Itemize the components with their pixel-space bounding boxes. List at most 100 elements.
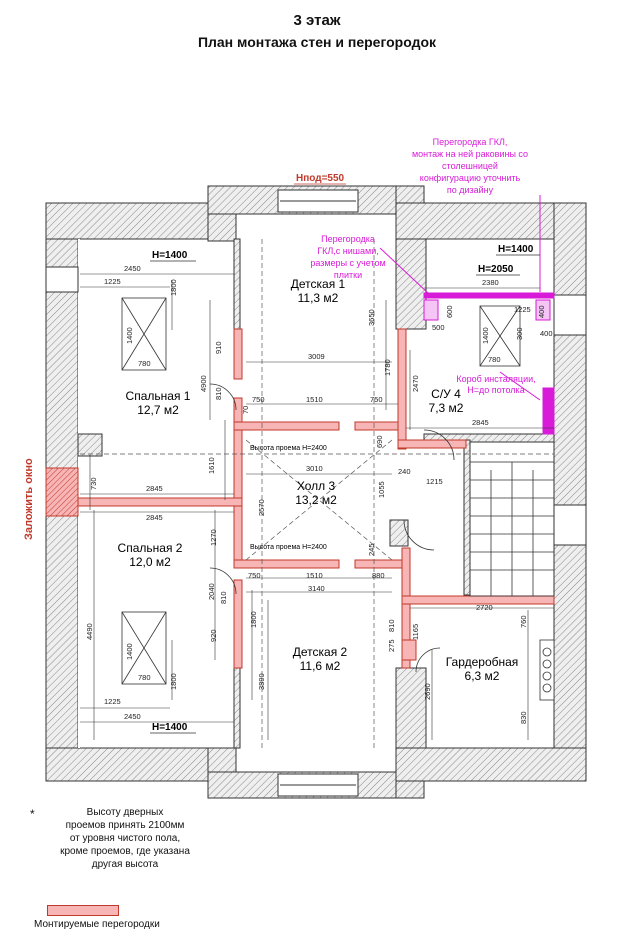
dimension-value: 810 <box>214 387 223 400</box>
note-line: другая высота <box>91 859 159 870</box>
legend-swatch <box>47 905 119 916</box>
dimension-value: 600 <box>445 305 454 318</box>
dimension-value: 1270 <box>209 529 218 546</box>
opening-lower: Высота проема Н=2400 <box>250 544 327 551</box>
dimension-value: 3009 <box>308 352 325 361</box>
wall-ward-right <box>395 667 427 749</box>
wardrobe-shelf <box>539 639 555 701</box>
dimension-value: 1780 <box>383 359 392 376</box>
partition-p7 <box>397 439 467 449</box>
staircase <box>469 461 555 597</box>
wall-south-left <box>45 747 237 782</box>
dimension-value: 400 <box>537 305 546 318</box>
dimension-value: 1225 <box>104 277 121 286</box>
dimension-value: 750 <box>252 395 265 404</box>
note-line: проемов принять 2100мм <box>65 820 185 831</box>
dimension-value: 750 <box>248 571 261 580</box>
interior-walls <box>77 238 555 749</box>
note-line: Высоту дверных <box>86 807 164 818</box>
dimension-value: 750 <box>370 395 383 404</box>
partition-p12 <box>233 579 243 669</box>
room-name-bed2: Спальная 2 <box>118 541 183 555</box>
dimension-value: 2720 <box>476 603 493 612</box>
plan-title: 3 этаж <box>293 12 341 29</box>
dimension-value: 2690 <box>423 683 432 700</box>
dimension-value: 1165 <box>411 624 420 640</box>
dimension-value: 730 <box>89 477 98 490</box>
wall-bed1-right-upper <box>233 238 241 330</box>
opening-upper: Высота проема Н=2400 <box>250 445 327 452</box>
dimension-value: 780 <box>138 673 151 682</box>
light-fixtures <box>121 297 521 685</box>
dimension-value: 2845 <box>146 513 163 522</box>
dimension-value: 2570 <box>257 499 266 516</box>
partition-p4 <box>233 421 340 431</box>
room-area-bed1: 12,7 м2 <box>137 403 179 417</box>
dimension-value: 300 <box>515 327 524 340</box>
partition-p8 <box>233 559 340 569</box>
note-block: * Высоту дверных проемов принять 2100мм … <box>30 806 220 871</box>
dimension-value: 2450 <box>124 264 141 273</box>
room-name-wc: С/У 4 <box>431 387 461 401</box>
dimension-value: 3890 <box>257 673 266 690</box>
wall-south-right <box>395 747 587 782</box>
dimension-value: 1800 <box>169 279 178 296</box>
dimension-value: 1510 <box>306 395 323 404</box>
gkl-partitions <box>379 195 555 435</box>
partition-window-block <box>45 467 79 517</box>
wall-stair-box <box>463 439 471 596</box>
dimension-value: 400 <box>540 329 553 338</box>
dimension-lines <box>80 273 554 740</box>
room-area-bed2: 12,0 м2 <box>129 555 171 569</box>
room-name-kid1: Детская 1 <box>291 277 346 291</box>
height-bed2: Н=1400 <box>152 722 188 733</box>
room-name-hall: Холл 3 <box>297 479 336 493</box>
chimney-1 <box>77 433 103 457</box>
dimension-value: 3650 <box>367 309 376 326</box>
gkl-top-line4: конфигурацию уточнить <box>420 173 521 183</box>
gkl-top-line5: по дизайну <box>447 185 494 195</box>
note-line: кроме проемов, где указана <box>60 846 190 857</box>
dimension-value: 500 <box>432 323 445 332</box>
dimension-value: 1400 <box>481 327 490 344</box>
dimension-value: 1225 <box>514 305 531 314</box>
height-bed1: Н=1400 <box>152 250 188 261</box>
doors <box>209 383 455 673</box>
dimension-value: 1055 <box>377 481 386 498</box>
room-labels: Спальная 1 12,7 м2 Спальная 2 12,0 м2 Де… <box>118 277 519 683</box>
dimension-value: 3010 <box>306 464 323 473</box>
dimension-value: 70 <box>241 406 250 414</box>
gkl-mid-line1: Перегородка <box>321 234 375 244</box>
dimension-value: 1400 <box>125 643 134 660</box>
dimension-value: 910 <box>214 341 223 354</box>
dimension-value: 1800 <box>249 611 258 628</box>
note-star: * <box>30 807 35 821</box>
magenta-annotations: Перегородка ГКЛ, монтаж на ней раковины … <box>310 137 535 395</box>
dimension-value: 920 <box>209 629 218 642</box>
room-area-ward: 6,3 м2 <box>465 669 500 683</box>
partitions <box>45 328 555 669</box>
dimension-value: 780 <box>488 355 501 364</box>
room-area-hall: 13,2 м2 <box>295 493 337 507</box>
gkl-mid-line3: размеры с учетом <box>310 258 385 268</box>
gkl-top-line2: монтаж на ней раковины со <box>412 149 528 159</box>
dimension-value: 3140 <box>308 584 325 593</box>
gkl-mid-line2: ГКЛ,с нишами, <box>317 246 378 256</box>
dimension-value: 1610 <box>207 457 216 474</box>
dimension-value: 2450 <box>124 712 141 721</box>
room-area-kid1: 11,3 м2 <box>298 291 339 305</box>
dimension-value: 1510 <box>306 571 323 580</box>
dimension-value: 2845 <box>146 484 163 493</box>
chimney-2 <box>389 519 409 547</box>
dimension-value: 830 <box>519 711 528 724</box>
partition-p3 <box>77 497 243 507</box>
dimension-value: 2380 <box>482 278 499 287</box>
height-sill: Нпод=550 <box>296 173 345 184</box>
box-line2: Н=до потолка <box>467 385 524 395</box>
dimension-value: 275 <box>387 639 396 652</box>
room-name-bed1: Спальная 1 <box>126 389 191 403</box>
height-labels: Н=1400 Н=1400 Н=1400 Н=2050 Нпод=550 <box>150 173 540 734</box>
dimension-value: 4490 <box>85 623 94 640</box>
height-wc: Н=1400 <box>498 244 534 255</box>
